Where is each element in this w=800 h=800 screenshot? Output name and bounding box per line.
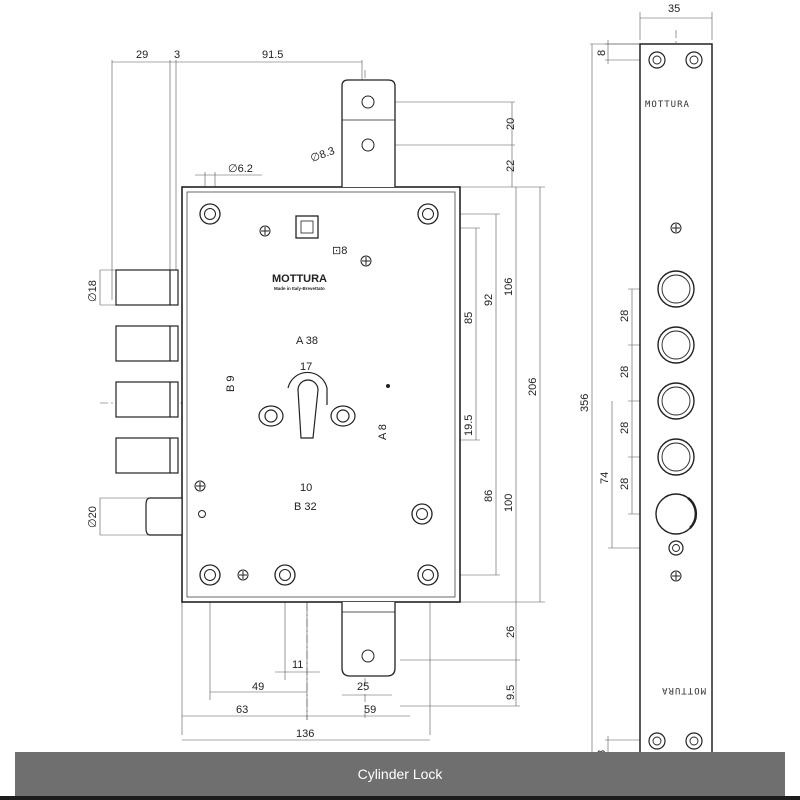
- dim-85: 85: [463, 312, 475, 324]
- bottom-strip: [0, 796, 800, 800]
- dim-28-2: 28: [619, 366, 631, 378]
- dim-35: 35: [668, 3, 680, 15]
- dim-dia-18: ∅18: [87, 280, 99, 302]
- dim-square-8: ⊡8: [332, 245, 347, 257]
- top-latch-plate: [341, 79, 396, 187]
- rivets: [194, 225, 390, 581]
- dim-49: 49: [252, 681, 264, 693]
- dim-dia-8-3: ∅8.3: [309, 145, 336, 165]
- dim-136: 136: [296, 728, 314, 740]
- dim-20: 20: [505, 118, 517, 130]
- dim-106: 106: [503, 278, 515, 296]
- dim-b-32: B 32: [294, 501, 317, 513]
- dim-8-bottom: 8: [596, 750, 608, 752]
- dim-356: 356: [579, 394, 591, 412]
- dim-26: 26: [505, 626, 517, 638]
- faceplate-brand-bottom: MOTTURA: [661, 685, 706, 695]
- dim-28-1: 28: [619, 310, 631, 322]
- lock-case: [181, 186, 461, 603]
- spindle-square: [295, 215, 319, 239]
- case-screws: [199, 203, 439, 586]
- brand-subline: Made in Italy-Brevettato: [274, 286, 325, 291]
- dim-92: 92: [483, 294, 495, 306]
- dim-63: 63: [236, 704, 248, 716]
- dim-8-top: 8: [596, 50, 608, 56]
- bottom-latch-plate: [341, 602, 396, 677]
- image-caption: Cylinder Lock: [15, 752, 785, 796]
- dim-a-8: A 8: [377, 424, 389, 440]
- dim-28-4: 28: [619, 478, 631, 490]
- dim-a-38: A 38: [296, 335, 318, 347]
- lock-technical-drawing: MOTTURA Made in Italy-Brevettato MOTTURA…: [87, 3, 713, 752]
- dimension-labels: 29 3 91.5 20 22 ∅8.3 ∅6.2 ⊡8 85 92 106 2…: [87, 3, 680, 752]
- dim-74: 74: [599, 472, 611, 484]
- dim-29: 29: [136, 49, 148, 61]
- dim-28-3: 28: [619, 422, 631, 434]
- cylinder-opening: [258, 371, 356, 439]
- dim-22: 22: [505, 160, 517, 172]
- faceplate-brand-top: MOTTURA: [645, 100, 690, 110]
- dim-91-5: 91.5: [262, 49, 283, 61]
- dim-10: 10: [300, 482, 312, 494]
- dim-dia-6-2: ∅6.2: [228, 163, 253, 175]
- dim-59: 59: [364, 704, 376, 716]
- dim-b-9: B 9: [225, 375, 237, 392]
- deadbolts: [115, 269, 183, 536]
- dim-9-5: 9.5: [505, 685, 517, 700]
- dim-100: 100: [503, 494, 515, 512]
- dim-3: 3: [174, 49, 180, 61]
- dim-25: 25: [357, 681, 369, 693]
- dim-11: 11: [292, 659, 303, 671]
- dim-dia-20: ∅20: [87, 506, 99, 528]
- dim-17: 17: [300, 361, 312, 373]
- dim-86: 86: [483, 490, 495, 502]
- faceplate: [639, 43, 713, 752]
- dim-206: 206: [527, 378, 539, 396]
- brand-name: MOTTURA: [272, 273, 327, 285]
- dim-19-5: 19.5: [463, 415, 475, 436]
